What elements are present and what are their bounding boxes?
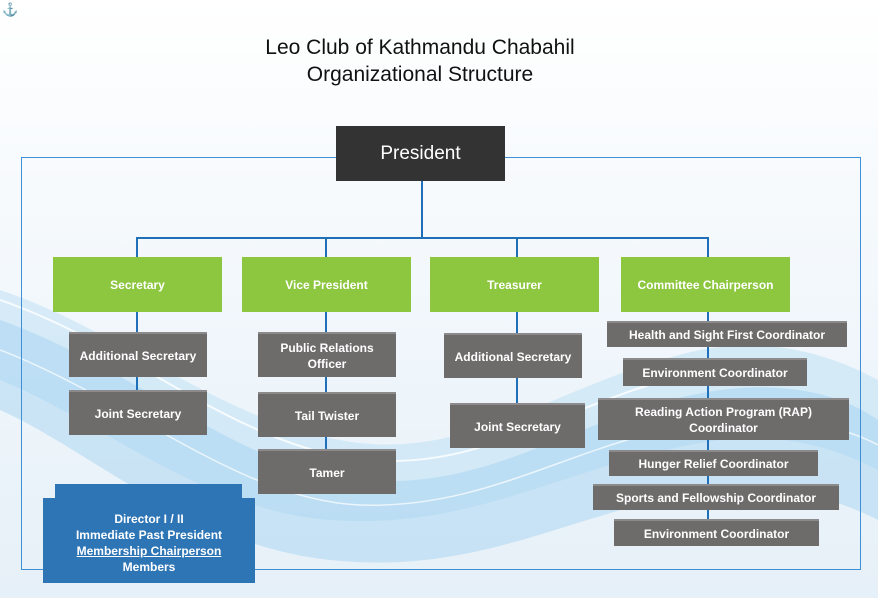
membership-chairperson-label: Membership Chairperson	[76, 543, 222, 558]
others-box: Director I / II Immediate Past President…	[43, 498, 255, 583]
member-label: Joint Secretary	[474, 419, 561, 434]
rap-coordinator-box: Reading Action Program (RAP) Coordinator	[598, 398, 849, 440]
member-label: Environment Coordinator	[643, 526, 790, 541]
member-label: Reading Action Program (RAP) Coordinator	[635, 405, 812, 435]
others-box-tab	[55, 484, 242, 500]
joint-secretary-box: Joint Secretary	[450, 403, 585, 448]
president-label: President	[380, 142, 461, 164]
environment-coordinator-box: Environment Coordinator	[623, 358, 807, 386]
connector	[707, 237, 709, 258]
member-label: Public Relations Officer	[280, 340, 374, 371]
tamer-box: Tamer	[258, 449, 396, 494]
hunger-relief-coordinator-box: Hunger Relief Coordinator	[609, 450, 818, 476]
connector	[421, 180, 423, 238]
public-relations-officer-box: Public Relations Officer	[258, 332, 396, 377]
additional-secretary-box: Additional Secretary	[69, 332, 207, 377]
chart-title-line2: Organizational Structure	[306, 63, 534, 86]
environment-coordinator-box: Environment Coordinator	[614, 519, 819, 546]
connector	[516, 237, 518, 258]
president-box: President	[336, 126, 505, 181]
member-label: Tail Twister	[294, 408, 360, 423]
member-label: Additional Secretary	[79, 348, 197, 363]
connector	[325, 311, 327, 451]
chart-title-line1: Leo Club of Kathmandu Chabahil	[265, 36, 575, 59]
vice-president-box: Vice President	[242, 257, 411, 312]
member-label: Sports and Fellowship Coordinator	[615, 491, 816, 505]
sports-fellowship-coordinator-box: Sports and Fellowship Coordinator	[593, 484, 839, 510]
director-label: Director I / II	[114, 511, 184, 526]
connector	[136, 237, 709, 239]
secretary-box: Secretary	[53, 257, 222, 312]
member-label: Environment Coordinator	[642, 366, 788, 380]
member-label: Tamer	[309, 465, 345, 480]
member-label: Hunger Relief Coordinator	[638, 457, 789, 471]
connector	[325, 237, 327, 258]
member-label: Additional Secretary	[454, 349, 572, 364]
treasurer-box: Treasurer	[430, 257, 599, 312]
connector	[136, 237, 138, 258]
anchor-icon: ⚓	[2, 2, 19, 17]
vice-president-label: Vice President	[285, 277, 368, 292]
immediate-past-president-label: Immediate Past President	[75, 527, 223, 542]
health-sight-coordinator-box: Health and Sight First Coordinator	[607, 321, 847, 347]
member-label: Health and Sight First Coordinator	[628, 328, 825, 342]
committee-chairperson-label: Committee Chairperson	[637, 277, 774, 292]
joint-secretary-box: Joint Secretary	[69, 390, 207, 435]
committee-chairperson-box: Committee Chairperson	[621, 257, 790, 312]
tail-twister-box: Tail Twister	[258, 392, 396, 437]
members-label: Members	[122, 559, 176, 574]
secretary-label: Secretary	[110, 277, 165, 292]
member-label: Joint Secretary	[94, 406, 182, 421]
additional-secretary-box: Additional Secretary	[444, 333, 582, 378]
treasurer-label: Treasurer	[487, 277, 542, 292]
